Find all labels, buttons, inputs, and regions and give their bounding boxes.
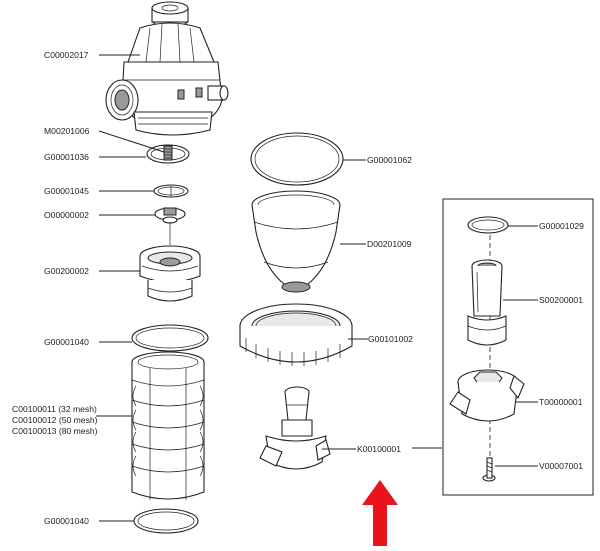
label-t00000001: T00000001: [539, 397, 583, 407]
label-g00200002: G00200002: [44, 266, 89, 276]
screw-v00007001: [482, 457, 496, 482]
label-g00001062: G00001062: [367, 155, 412, 165]
label-o00000002: O00000002: [44, 210, 89, 220]
o-ring-bottom-g00001040: [133, 508, 199, 534]
label-d00201009: D00201009: [367, 239, 412, 249]
drain-valve-k00100001: [259, 386, 331, 470]
o-ring-g00001045: [153, 184, 189, 198]
filter-head-body: [105, 1, 229, 136]
o-ring-g00001029: [467, 216, 509, 234]
bowl-d00201009: [251, 190, 341, 293]
valve-disc-o00000002: [154, 207, 186, 245]
bowl-nut-g00101002: [239, 303, 353, 366]
label-g00001029: G00001029: [539, 221, 584, 231]
up-arrow-icon: [362, 480, 398, 546]
drain-stem-s00200001: [467, 259, 507, 346]
label-c00002017: C00002017: [44, 50, 89, 60]
label-g00001036: G00001036: [44, 152, 89, 162]
label-g00101002: G00101002: [368, 334, 413, 344]
o-ring-g00001062: [250, 132, 344, 186]
label-screen-32: C00100011 (32 mesh): [12, 404, 97, 414]
label-screen-50: C00100012 (50 mesh): [12, 415, 98, 425]
label-screen-80: C00100013 (80 mesh): [12, 426, 98, 436]
label-g00001040-bottom: G00001040: [44, 516, 89, 526]
label-s00200001: S00200001: [539, 295, 583, 305]
drain-handle-t00000001: [449, 369, 525, 422]
o-ring-top-g00001040: [131, 324, 209, 352]
label-k00100001: K00100001: [357, 444, 401, 454]
cartridge-g00200002: [139, 245, 201, 302]
leader-m00201006: [98, 130, 165, 153]
detail-box: [442, 198, 594, 496]
gasket-g00001036: [146, 144, 190, 164]
filter-screen: [131, 351, 205, 500]
label-v00007001: V00007001: [539, 461, 583, 471]
label-m00201006: M00201006: [44, 126, 90, 136]
label-g00001040-top: G00001040: [44, 337, 89, 347]
label-g00001045: G00001045: [44, 186, 89, 196]
